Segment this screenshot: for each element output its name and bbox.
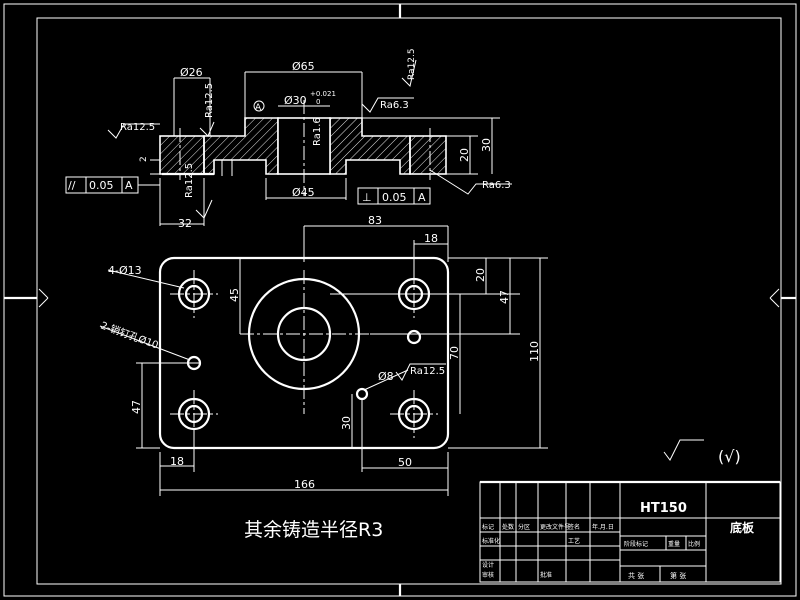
ra6-3-top: Ra6.3 <box>380 100 409 111</box>
svg-text:A: A <box>125 179 133 192</box>
ra12-5-left: Ra12.5 <box>120 122 155 133</box>
svg-text:标记: 标记 <box>482 523 494 531</box>
plan-view: 83 18 20 47 110 70 45 47 18 50 166 <box>99 214 548 496</box>
mounting-holes <box>170 270 438 438</box>
dim-h20: 20 <box>458 148 471 162</box>
svg-text:分区: 分区 <box>518 523 530 531</box>
dim-d30-tol-upper: +0.021 <box>310 90 336 98</box>
svg-text://: // <box>68 179 76 192</box>
svg-text:处数: 处数 <box>502 523 514 531</box>
svg-text:年.月.日: 年.月.日 <box>592 523 614 531</box>
sheet-frame <box>3 3 797 597</box>
perpendicularity-frame: ⊥ 0.05 A <box>357 187 431 205</box>
dim-w32: 32 <box>178 217 192 230</box>
material: HT150 <box>640 501 687 516</box>
dim-h30: 30 <box>480 138 493 152</box>
dim-w83: 83 <box>368 214 382 227</box>
dim-d65: Ø65 <box>292 60 315 73</box>
pin-hole-right <box>406 329 422 345</box>
dim-h20: 20 <box>474 268 487 282</box>
svg-text:审核: 审核 <box>482 571 494 579</box>
section-view: Ø26 Ø65 Ø30 +0.021 0 Ø45 32 2 20 30 Ra12… <box>65 48 512 230</box>
dim-h110: 110 <box>528 341 541 362</box>
dim-w166: 166 <box>294 478 315 491</box>
bore-circle <box>276 306 332 362</box>
part-name: 底板 <box>730 520 755 535</box>
ra6-3-right: Ra6.3 <box>482 180 511 191</box>
dim-h30: 30 <box>340 416 353 430</box>
hatch-right-flange <box>409 135 447 175</box>
note-small-hole-ra: Ra12.5 <box>410 366 445 377</box>
note-4-holes: 4-Ø13 <box>108 264 142 277</box>
dim-w50: 50 <box>398 456 412 469</box>
ra12-5-bottom: Ra12.5 <box>407 48 417 80</box>
dim-h2: 2 <box>139 156 149 162</box>
ra1-6: Ra1.6 <box>312 117 323 146</box>
dim-d26: Ø26 <box>180 66 203 79</box>
svg-text:共 张: 共 张 <box>628 571 644 580</box>
ra12-5-top: Ra12.5 <box>204 83 215 118</box>
dim-h47-right: 47 <box>498 290 511 304</box>
svg-text:比例: 比例 <box>688 540 700 548</box>
datum-a-label: A <box>255 103 262 113</box>
hatch-boss-left <box>203 117 279 175</box>
dim-d45: Ø45 <box>292 186 315 199</box>
datum-a-symbol <box>253 100 265 112</box>
general-note: 其余铸造半径R3 <box>244 519 383 541</box>
note-small-hole: Ø8 <box>378 370 394 383</box>
svg-text:0.05: 0.05 <box>382 191 407 204</box>
dim-w18-bottom: 18 <box>170 455 184 468</box>
hatch-boss-right <box>329 117 411 175</box>
note-pin-holes: 2-销钉孔Ø10 <box>99 319 160 352</box>
dim-h45: 45 <box>228 288 241 302</box>
svg-text:A: A <box>418 191 426 204</box>
svg-text:签名: 签名 <box>568 523 580 531</box>
hatch-left-flange <box>159 135 205 175</box>
parallelism-frame: // 0.05 A <box>65 176 160 194</box>
dim-d30: Ø30 <box>284 94 307 107</box>
other-roughness: (√) <box>718 447 741 466</box>
svg-text:批准: 批准 <box>540 571 552 579</box>
dim-w18-top: 18 <box>424 232 438 245</box>
svg-text:⊥: ⊥ <box>362 191 372 204</box>
svg-text:标准化: 标准化 <box>482 537 500 545</box>
roughness-symbol <box>663 439 704 461</box>
small-hole-d8 <box>355 387 369 401</box>
title-block: HT150 底板 标记 处数 分区 更改文件号 签名 年.月.日 标准化 设计 … <box>479 480 781 583</box>
svg-text:更改文件号: 更改文件号 <box>540 523 570 531</box>
dim-h47-left: 47 <box>130 400 143 414</box>
svg-text:设计: 设计 <box>482 561 494 569</box>
svg-text:工艺: 工艺 <box>568 537 580 545</box>
dim-d30-tol-lower: 0 <box>316 98 320 106</box>
svg-text:重量: 重量 <box>668 540 680 548</box>
ra12-5-vert: Ra12.5 <box>184 163 195 198</box>
dim-h70: 70 <box>448 346 461 360</box>
svg-text:阶段标记: 阶段标记 <box>624 540 648 548</box>
svg-text:第 张: 第 张 <box>670 571 686 580</box>
svg-text:0.05: 0.05 <box>89 179 114 192</box>
